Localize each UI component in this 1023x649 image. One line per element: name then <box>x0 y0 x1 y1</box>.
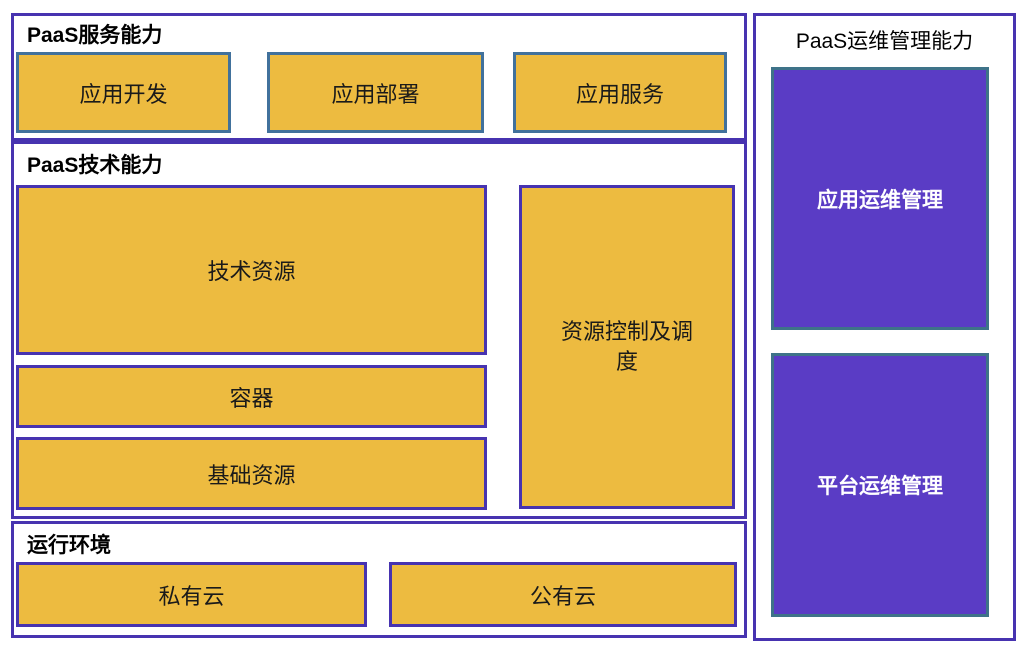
box-container: 容器 <box>16 365 487 428</box>
box-tech-resources-label: 技术资源 <box>207 259 296 284</box>
box-app-deployment: 应用部署 <box>267 52 484 133</box>
box-app-service-label: 应用服务 <box>575 81 664 107</box>
box-app-service: 应用服务 <box>513 52 727 133</box>
box-tech-resources: 技术资源 <box>16 185 487 355</box>
paas-tech-section-title: PaaS技术能力 <box>27 154 163 177</box>
box-platform-ops-management-label: 平台运维管理 <box>817 475 943 498</box>
box-app-deployment-label: 应用部署 <box>331 81 420 107</box>
box-app-development: 应用开发 <box>16 52 231 133</box>
paas-service-section: PaaS服务能力 应用开发 应用部署 应用服务 <box>11 13 747 141</box>
box-private-cloud-label: 私有云 <box>158 583 225 609</box>
box-basic-resources-label: 基础资源 <box>207 462 296 488</box>
box-resource-control-scheduling: 资源控制及调度 <box>519 185 735 509</box>
box-public-cloud-label: 公有云 <box>529 583 596 609</box>
box-container-label: 容器 <box>229 385 274 411</box>
box-resource-control-scheduling-label: 资源控制及调度 <box>560 319 693 374</box>
paas-ops-section-title-row: PaaS运维管理能力 <box>756 30 1013 54</box>
box-public-cloud: 公有云 <box>389 562 737 627</box>
box-app-ops-management: 应用运维管理 <box>771 67 989 330</box>
box-private-cloud: 私有云 <box>16 562 367 627</box>
box-basic-resources: 基础资源 <box>16 437 487 510</box>
box-app-development-label: 应用开发 <box>79 81 168 107</box>
box-app-ops-management-label: 应用运维管理 <box>817 188 943 212</box>
paas-ops-section: PaaS运维管理能力 应用运维管理 平台运维管理 <box>753 13 1016 641</box>
runtime-env-section-title: 运行环境 <box>27 534 111 557</box>
box-platform-ops-management: 平台运维管理 <box>771 353 989 617</box>
paas-tech-section: PaaS技术能力 技术资源 容器 基础资源 资源控制及调度 <box>11 141 747 519</box>
runtime-env-section: 运行环境 私有云 公有云 <box>11 521 747 638</box>
paas-ops-section-title: PaaS运维管理能力 <box>795 30 974 53</box>
paas-service-section-title: PaaS服务能力 <box>27 24 163 47</box>
